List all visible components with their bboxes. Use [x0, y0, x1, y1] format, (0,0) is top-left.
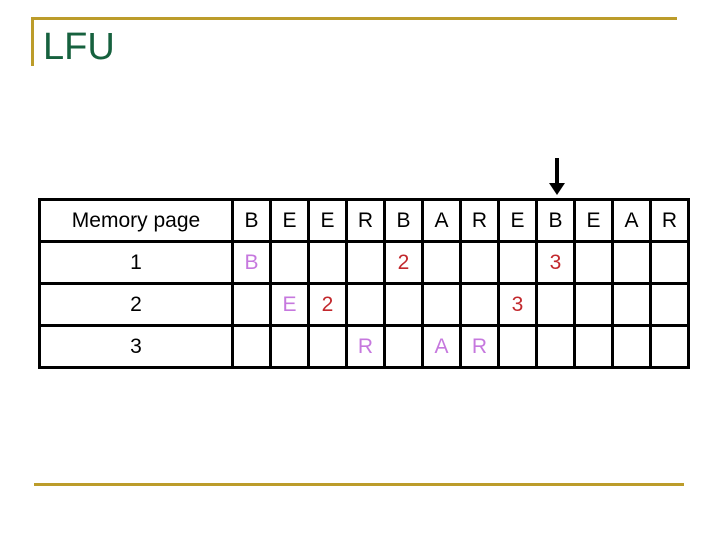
cell-page3-step9 [535, 324, 576, 369]
cell-page3-step3 [307, 324, 348, 369]
cell-page2-step7 [459, 282, 500, 327]
cell-page3-step2 [269, 324, 310, 369]
reference-letter-5: B [383, 198, 424, 243]
row-label-2: 2 [38, 282, 234, 327]
cell-page2-step2: E [269, 282, 310, 327]
cell-page2-step9 [535, 282, 576, 327]
reference-letter-6: A [421, 198, 462, 243]
top-border-line [31, 17, 677, 20]
cell-page2-step4 [345, 282, 386, 327]
reference-letter-2: E [269, 198, 310, 243]
cell-page3-step1 [231, 324, 272, 369]
cell-page2-step12 [649, 282, 690, 327]
reference-letter-4: R [345, 198, 386, 243]
slide-title: LFU [43, 26, 115, 68]
footer-line [34, 483, 684, 486]
cell-page1-step1: B [231, 240, 272, 285]
reference-letter-11: A [611, 198, 652, 243]
cell-page3-step6: A [421, 324, 462, 369]
cell-page2-step1 [231, 282, 272, 327]
arrow-shaft [555, 158, 559, 183]
cell-page1-step12 [649, 240, 690, 285]
cell-page3-step5 [383, 324, 424, 369]
cell-page1-step9: 3 [535, 240, 576, 285]
cell-page1-step4 [345, 240, 386, 285]
reference-letter-8: E [497, 198, 538, 243]
cell-page3-step8 [497, 324, 538, 369]
cell-page1-step5: 2 [383, 240, 424, 285]
cell-page2-step3: 2 [307, 282, 348, 327]
row-label-3: 3 [38, 324, 234, 369]
cell-page2-step5 [383, 282, 424, 327]
table-corner-label: Memory page [38, 198, 234, 243]
reference-letter-9: B [535, 198, 576, 243]
row-label-1: 1 [38, 240, 234, 285]
cell-page1-step6 [421, 240, 462, 285]
reference-letter-7: R [459, 198, 500, 243]
cell-page3-step11 [611, 324, 652, 369]
cell-page3-step7: R [459, 324, 500, 369]
cell-page1-step8 [497, 240, 538, 285]
title-accent-line [31, 17, 34, 66]
cell-page1-step10 [573, 240, 614, 285]
reference-letter-1: B [231, 198, 272, 243]
cell-page1-step11 [611, 240, 652, 285]
arrow-head [549, 183, 565, 195]
cell-page1-step3 [307, 240, 348, 285]
reference-letter-12: R [649, 198, 690, 243]
cell-page2-step6 [421, 282, 462, 327]
current-reference-arrow-icon [548, 158, 566, 196]
cell-page3-step4: R [345, 324, 386, 369]
reference-letter-10: E [573, 198, 614, 243]
cell-page2-step10 [573, 282, 614, 327]
reference-letter-3: E [307, 198, 348, 243]
cell-page3-step10 [573, 324, 614, 369]
cell-page2-step8: 3 [497, 282, 538, 327]
cell-page1-step7 [459, 240, 500, 285]
cell-page1-step2 [269, 240, 310, 285]
cell-page3-step12 [649, 324, 690, 369]
cell-page2-step11 [611, 282, 652, 327]
